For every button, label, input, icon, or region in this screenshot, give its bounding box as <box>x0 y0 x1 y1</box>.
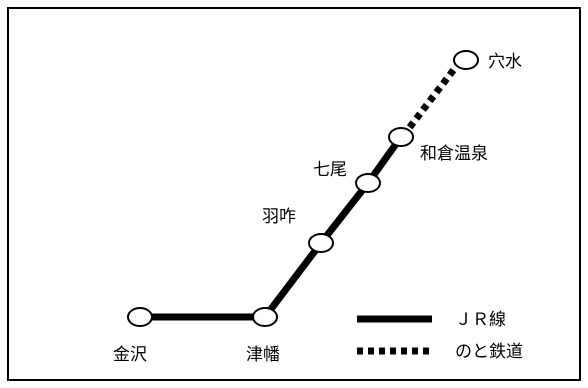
station-label-kanazawa: 金沢 <box>113 345 147 365</box>
legend-noto-label: のと鉄道 <box>455 342 523 362</box>
noto-railway-line-path <box>400 65 458 139</box>
station-label-anamizu: 穴水 <box>488 52 522 72</box>
map-frame <box>7 7 581 381</box>
station-label-hakui: 羽咋 <box>262 207 296 227</box>
station-marker-kanazawa <box>127 307 153 327</box>
station-marker-nanao <box>355 173 381 193</box>
station-marker-wakura <box>388 127 414 147</box>
station-marker-tsubata <box>252 307 278 327</box>
legend: ＪＲ線 のと鉄道 <box>357 310 523 362</box>
legend-jr-label: ＪＲ線 <box>455 310 506 330</box>
station-marker-anamizu <box>453 50 479 70</box>
station-label-tsubata: 津幡 <box>246 345 280 365</box>
station-label-wakura: 和倉温泉 <box>420 144 488 164</box>
noto-railway-line <box>400 65 458 139</box>
station-marker-hakui <box>308 233 334 253</box>
station-label-nanao: 七尾 <box>313 160 347 180</box>
